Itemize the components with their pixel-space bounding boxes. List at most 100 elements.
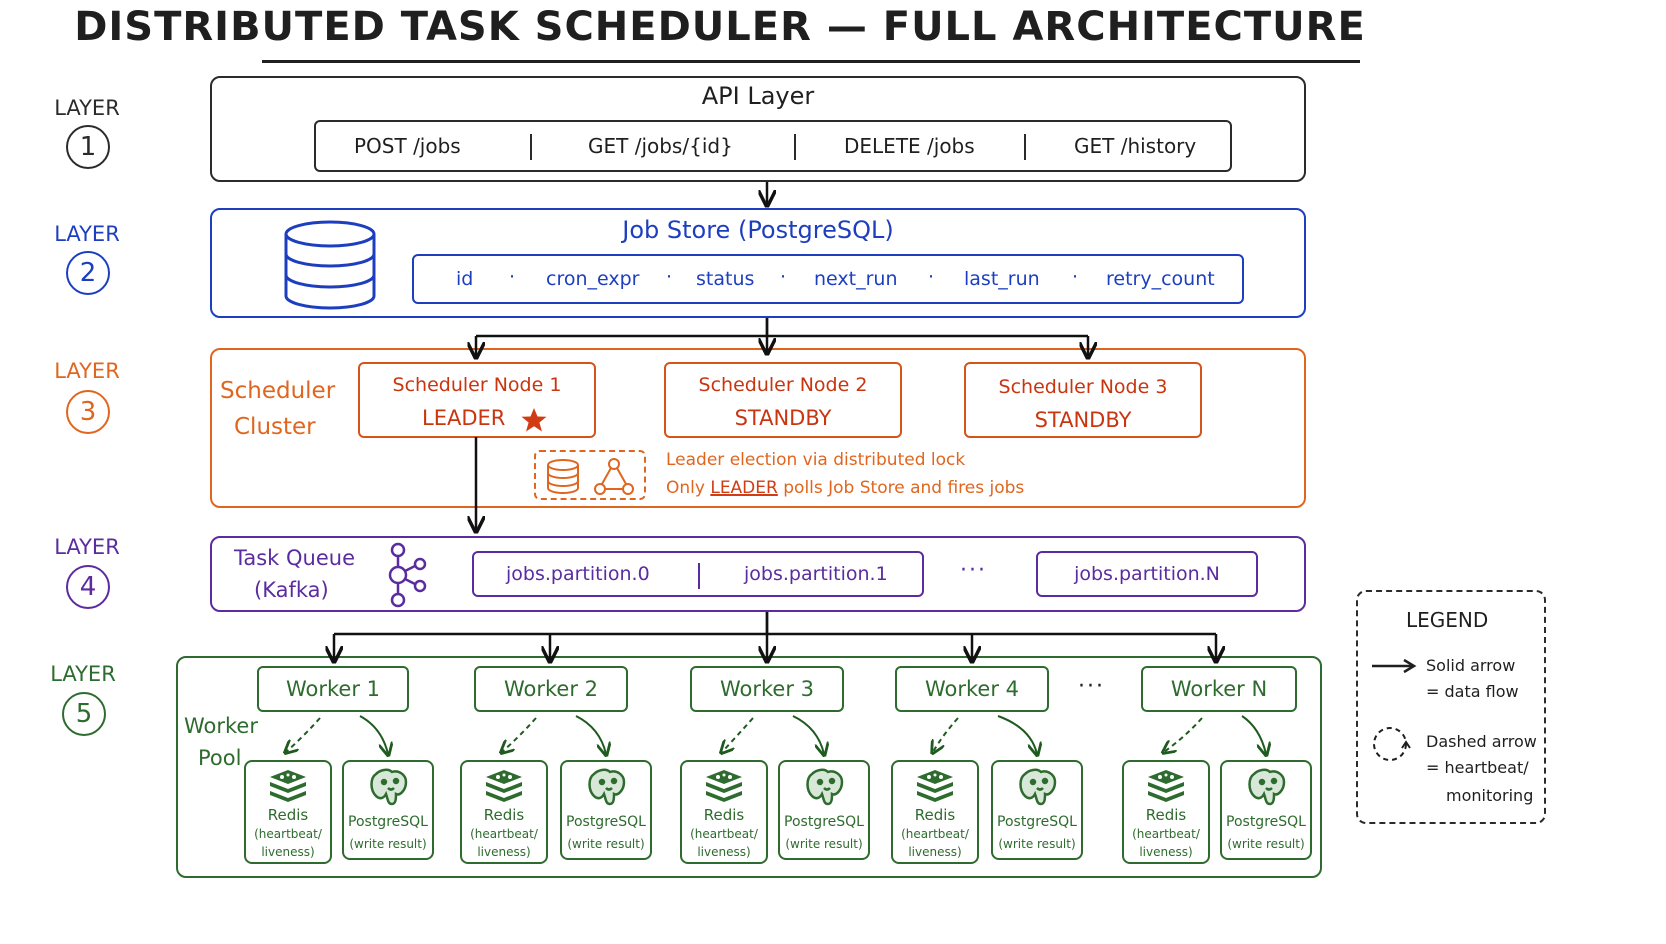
redis-label: Redis [483, 806, 525, 824]
redis-label: Redis [1145, 806, 1187, 824]
redis-label: Redis [914, 806, 956, 824]
job-store-title: Job Store (PostgreSQL) [622, 216, 894, 244]
layer-5-number: 5 [62, 692, 106, 736]
layer-3-number: 3 [66, 390, 110, 434]
database-icon [284, 220, 376, 310]
postgresql-description: (write result) [1227, 837, 1305, 851]
scheduler-cluster-subtitle: Cluster [234, 414, 316, 440]
postgresql-label: PostgreSQL [784, 814, 864, 830]
api-layer-box: API Layer POST /jobs GET /jobs/{id} DELE… [210, 76, 1306, 182]
redis-icon [270, 770, 306, 802]
redis-icon [917, 770, 953, 802]
scheduler-cluster-title: Scheduler [220, 378, 336, 404]
postgresql-description: (write result) [349, 837, 427, 851]
partition-1: jobs.partition.1 [744, 563, 888, 585]
postgresql-box: PostgreSQL(write result) [560, 760, 652, 860]
scheduler-node-2-role: STANDBY [734, 406, 832, 430]
endpoint-delete-jobs: DELETE /jobs [844, 134, 975, 158]
redis-description: (heartbeat/ [470, 827, 538, 841]
api-layer-title: API Layer [701, 82, 815, 110]
field-next-run: next_run [814, 268, 898, 290]
leader-polling-note-prefix: Only [666, 478, 711, 498]
postgresql-box: PostgreSQL (write result) [1220, 760, 1312, 860]
redis-icon [1148, 770, 1184, 802]
scheduler-node-2: Scheduler Node 2 STANDBY [664, 362, 902, 438]
worker-pool-subtitle: Pool [198, 746, 242, 770]
postgresql-label: PostgreSQL [1226, 814, 1306, 830]
worker-n: Worker N [1141, 666, 1297, 712]
page-title: DISTRIBUTED TASK SCHEDULER — FULL ARCHIT… [74, 4, 1366, 50]
postgresql-box: PostgreSQL (write result) [342, 760, 434, 860]
separator [530, 134, 532, 160]
redis-description: (heartbeat/ [690, 827, 758, 841]
worker-pool-title: Worker [184, 714, 258, 738]
legend-title: LEGEND [1406, 608, 1489, 632]
scheduler-node-3-name: Scheduler Node 3 [998, 376, 1168, 398]
layer-4-label: LAYER [54, 535, 120, 559]
endpoint-get-job: GET /jobs/{id} [588, 134, 733, 158]
kafka-icon [388, 542, 427, 608]
partition-0: jobs.partition.0 [506, 563, 650, 585]
field-cron-expr: cron_expr [546, 268, 640, 290]
worker-1: Worker 1 [257, 666, 409, 712]
legend-dashed-label: Dashed arrow [1426, 732, 1537, 751]
layer-4-number: 4 [66, 565, 110, 609]
redis-label: Redis [267, 806, 309, 824]
legend-solid-meaning: = data flow [1426, 682, 1519, 701]
leader-polling-note-leader: LEADER [710, 478, 778, 498]
redis-description: (heartbeat/ [901, 827, 969, 841]
redis-label: Redis [703, 806, 745, 824]
layer-1-number: 1 [66, 125, 110, 169]
scheduler-node-1: Scheduler Node 1 LEADER [358, 362, 596, 438]
partitions-ellipsis: ··· [960, 558, 987, 583]
postgresql-icon [370, 768, 408, 806]
leader-polling-note: Only LEADER polls Job Store and fires jo… [666, 478, 1024, 498]
layer-3-label: LAYER [54, 359, 120, 383]
legend-dashed-meaning-cont: monitoring [1446, 786, 1534, 805]
partition-n-box: jobs.partition.N [1036, 551, 1258, 597]
endpoint-post-jobs: POST /jobs [354, 134, 461, 158]
scheduler-node-1-name: Scheduler Node 1 [392, 374, 562, 396]
task-queue-box: Task Queue (Kafka) jobs.partition.0 jobs… [210, 536, 1306, 612]
postgresql-label: PostgreSQL [348, 814, 428, 830]
api-endpoints-bar: POST /jobs GET /jobs/{id} DELETE /jobs G… [314, 120, 1232, 172]
task-queue-title: Task Queue [234, 546, 355, 570]
leader-election-note: Leader election via distributed lock [666, 450, 966, 470]
workers-ellipsis: ··· [1078, 674, 1105, 699]
partitions-bar: jobs.partition.0 jobs.partition.1 [472, 551, 924, 597]
layer-2-number: 2 [66, 251, 110, 295]
field-retry-count: retry_count [1106, 268, 1215, 290]
dashed-circle-arrow-icon [1373, 727, 1411, 761]
field-separator: · [928, 266, 935, 288]
redis-description-cont: liveness) [1139, 845, 1193, 859]
task-queue-subtitle: (Kafka) [254, 578, 329, 602]
solid-arrow-icon [1372, 658, 1417, 674]
scheduler-node-3: Scheduler Node 3 STANDBY [964, 362, 1202, 438]
postgresql-icon [1019, 768, 1057, 806]
field-separator: · [509, 266, 516, 288]
legend-dashed-meaning: = heartbeat/ [1426, 758, 1529, 777]
postgresql-icon [806, 768, 844, 806]
field-status: status [696, 268, 755, 290]
redis-description-cont: liveness) [261, 845, 315, 859]
partition-n: jobs.partition.N [1074, 563, 1220, 585]
database-icon [547, 459, 579, 494]
redis-description: (heartbeat/ [1132, 827, 1200, 841]
redis-box: Redis(heartbeat/liveness) [460, 760, 548, 864]
postgresql-description: (write result) [785, 837, 863, 851]
redis-description-cont: liveness) [697, 845, 751, 859]
redis-icon [706, 770, 742, 802]
postgresql-box: PostgreSQL(write result) [991, 760, 1083, 860]
separator [1024, 134, 1026, 160]
separator [794, 134, 796, 160]
redis-description: (heartbeat/ [254, 827, 322, 841]
worker-4: Worker 4 [895, 666, 1049, 712]
leader-election-icon-box [534, 450, 646, 500]
separator [698, 563, 700, 589]
postgresql-icon [1248, 768, 1286, 806]
field-id: id [456, 268, 474, 290]
field-separator: · [780, 266, 787, 288]
scheduler-node-1-role: LEADER [422, 406, 506, 430]
job-store-fields: id · cron_expr · status · next_run · las… [412, 254, 1244, 304]
postgresql-label: PostgreSQL [997, 814, 1077, 830]
